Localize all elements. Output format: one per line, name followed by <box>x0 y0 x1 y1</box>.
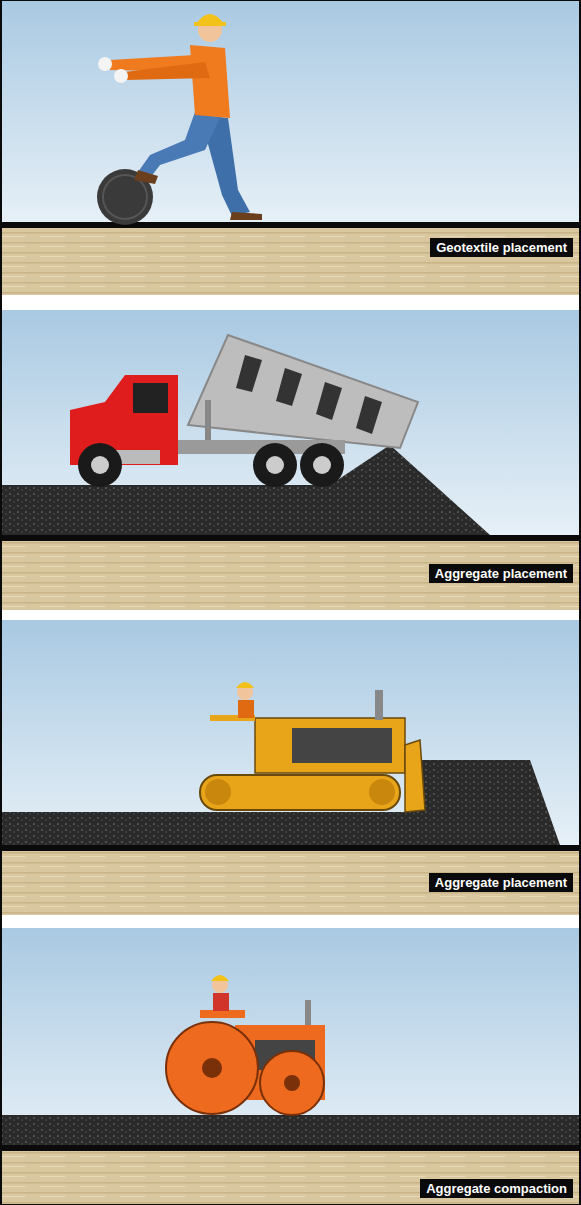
step-text: Aggregate placement <box>435 875 567 890</box>
step-label: Aggregate placement <box>429 873 573 892</box>
step-label: Aggregate placement <box>429 564 573 583</box>
step-text: Aggregate compaction <box>426 1181 567 1196</box>
step-text: Aggregate placement <box>435 566 567 581</box>
step-label: Aggregate compaction <box>420 1179 573 1198</box>
step-label: Geotextile placement <box>430 238 573 257</box>
step-text: Geotextile placement <box>436 240 567 255</box>
